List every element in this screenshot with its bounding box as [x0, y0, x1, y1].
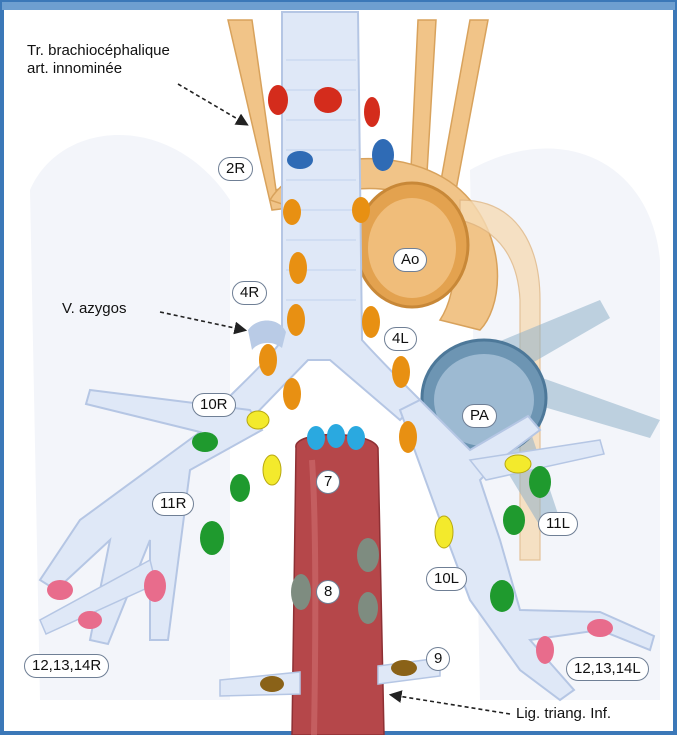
node-11-green: [503, 505, 525, 535]
node-7-cyan: [327, 424, 345, 448]
azygos-label: V. azygos: [62, 300, 127, 318]
top-border-band: [2, 2, 675, 10]
node-7-cyan: [347, 426, 365, 450]
brachiocephalic-label-line2: art. innominée: [27, 60, 122, 78]
node-4-orange: [283, 378, 301, 410]
node-4-orange: [283, 199, 301, 225]
node-11-green: [230, 474, 250, 502]
node-2-blue: [372, 139, 394, 171]
node-4-orange: [399, 421, 417, 453]
node-8-gray: [291, 574, 311, 610]
brachiocephalic-label-line1: Tr. brachiocéphalique: [27, 42, 170, 60]
node-4-orange: [392, 356, 410, 388]
node-11-green: [490, 580, 514, 612]
station-2r-label: 2R: [218, 157, 253, 181]
node-7-cyan: [307, 426, 325, 450]
node-9-brown: [391, 660, 417, 676]
node-12-pink: [536, 636, 554, 664]
node-9-brown: [260, 676, 284, 692]
station-10l-label: 10L: [426, 567, 467, 591]
node-10-yellow: [505, 455, 531, 473]
station-12-13-14r-label: 12,13,14R: [24, 654, 109, 678]
station-11l-label: 11L: [538, 512, 578, 536]
node-12-pink: [587, 619, 613, 637]
node-4-orange: [289, 252, 307, 284]
node-4-orange: [352, 197, 370, 223]
node-1-red: [364, 97, 380, 127]
node-4-orange: [362, 306, 380, 338]
esophagus-highlight: [312, 460, 315, 735]
station-11r-label: 11R: [152, 492, 194, 516]
node-2-blue: [287, 151, 313, 169]
station-4l-label: 4L: [384, 327, 417, 351]
node-10-yellow: [435, 516, 453, 548]
node-12-pink: [144, 570, 166, 602]
node-11-green: [192, 432, 218, 452]
node-12-pink: [78, 611, 102, 629]
node-4-orange: [287, 304, 305, 336]
pulmonary-artery-label: PA: [462, 404, 497, 428]
aorta-label: Ao: [393, 248, 427, 272]
node-11-green: [529, 466, 551, 498]
station-10r-label: 10R: [192, 393, 236, 417]
node-8-gray: [357, 538, 379, 572]
station-12-13-14l-label: 12,13,14L: [566, 657, 649, 681]
node-11-green: [200, 521, 224, 555]
station-4r-label: 4R: [232, 281, 267, 305]
node-12-pink: [47, 580, 73, 600]
node-1-red: [314, 87, 342, 113]
node-1-red: [268, 85, 288, 115]
inferior-ligament-label: Lig. triang. Inf.: [516, 705, 611, 723]
node-10-yellow: [263, 455, 281, 485]
node-10-yellow: [247, 411, 269, 429]
node-4-orange: [259, 344, 277, 376]
node-8-gray: [358, 592, 378, 624]
